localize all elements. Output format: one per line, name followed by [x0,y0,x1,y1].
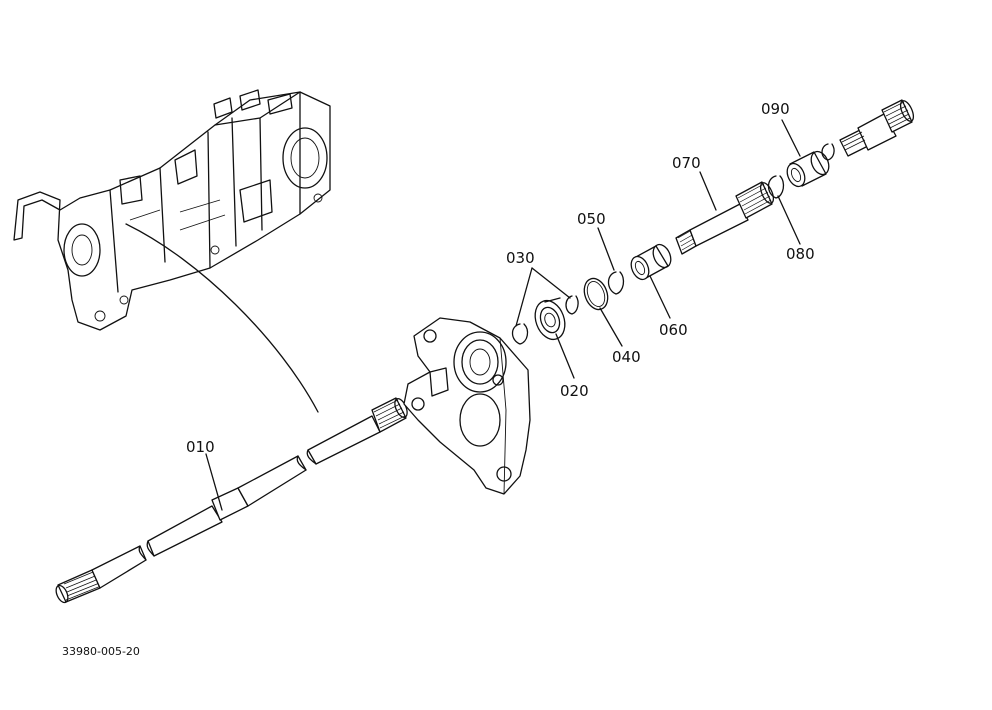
part-010-pto-shaft [55,397,408,604]
part-020-ball-bearing [534,297,566,341]
callout-070: 070 [672,154,701,172]
callout-030: 030 [506,249,535,267]
part-040-snap-ring [583,277,609,311]
location-leader-line [125,223,319,413]
callout-040: 040 [612,348,641,366]
callout-060: 060 [659,321,688,339]
callout-090: 090 [761,100,790,118]
part-050-circlip [607,271,625,295]
part-080-circlip [767,175,785,199]
part-070-shaft [675,181,775,255]
callout-050: 050 [577,210,606,228]
callout-020: 020 [560,382,589,400]
bearing-holder-cover [403,317,531,495]
part-030-circlip-right [565,295,579,315]
output-circlip [821,143,835,161]
callout-080: 080 [786,245,815,263]
callout-010: 010 [186,438,215,456]
callout-leader-lines [205,119,801,511]
transmission-case [13,89,331,331]
part-090-needle-bearing [786,150,830,188]
drawing-code: 33980-005-20 [62,645,140,658]
part-060-needle-bearing [630,243,672,281]
output-spline-shaft [839,99,915,157]
part-030-circlip-left [511,323,529,345]
